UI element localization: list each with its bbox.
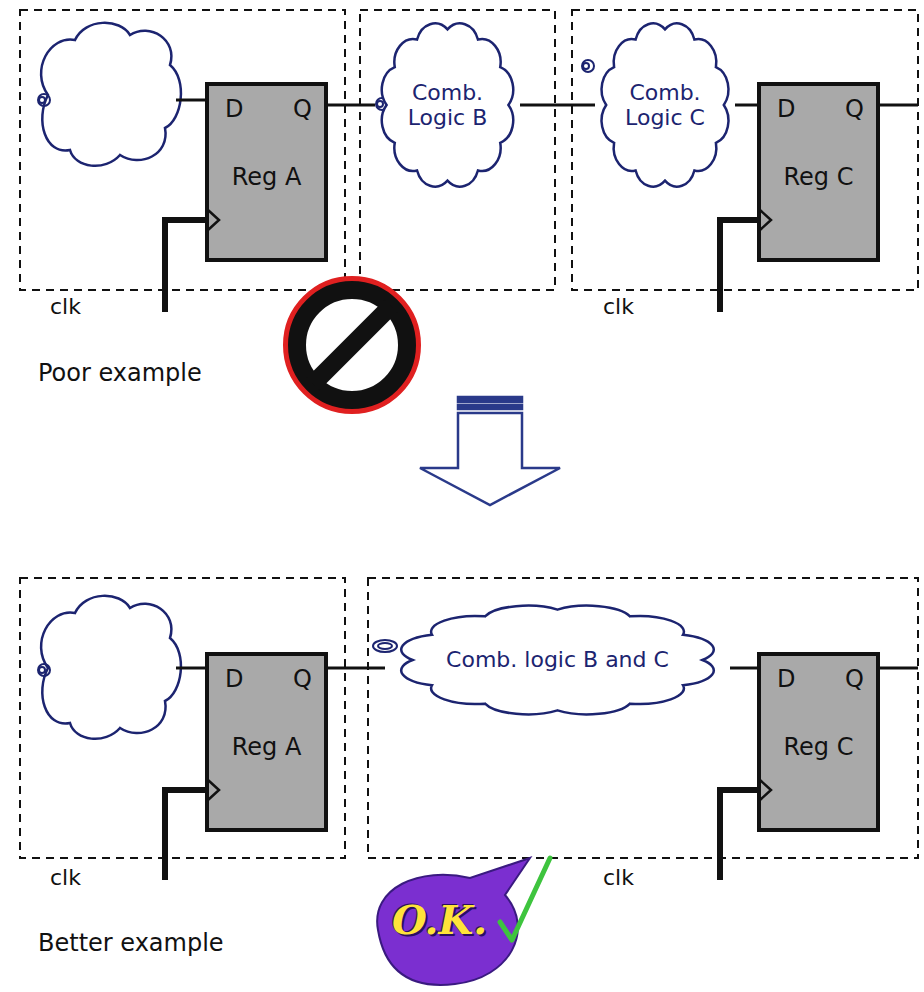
ok-badge-text: O.K. [392, 898, 487, 942]
pin-name: D [225, 96, 243, 122]
register-box: D Q Reg A [205, 82, 328, 262]
register-name: Reg A [209, 734, 324, 760]
logic-cloud: Comb. Logic B [375, 15, 520, 195]
data-wire [730, 667, 757, 670]
logic-name: Comb. logic B and C [446, 647, 669, 672]
prohibition-sign [286, 279, 418, 411]
logic-name: Comb. Logic B [408, 80, 488, 131]
data-wire [328, 104, 375, 107]
pin-name: Q [845, 96, 864, 122]
cloud-shape [401, 606, 714, 715]
logic-cloud: Comb. logic B and C [385, 600, 730, 720]
pin-name: Q [845, 666, 864, 692]
register-name: Reg A [209, 164, 324, 190]
register-box: D Q Reg C [757, 652, 880, 832]
data-wire [328, 667, 385, 670]
cloud-shape [382, 23, 513, 186]
clock-wires [165, 220, 758, 880]
clock-label: clk [603, 866, 634, 890]
cloud-shape [602, 23, 729, 186]
ok-badge [377, 858, 550, 985]
data-wires [176, 100, 918, 668]
register-name: Reg C [761, 164, 876, 190]
module-boundaries [20, 10, 918, 858]
pin-name: D [777, 666, 795, 692]
logic-cloud: Comb. Logic C [595, 15, 735, 195]
example-caption: Better example [38, 930, 224, 956]
register-name: Reg C [761, 734, 876, 760]
down-arrow [420, 397, 560, 505]
pin-name: Q [293, 96, 312, 122]
logic-name: Comb. Logic C [625, 80, 705, 131]
clock-label: clk [50, 866, 81, 890]
data-wire [520, 104, 595, 107]
clock-label: clk [603, 295, 634, 319]
example-caption: Poor example [38, 360, 202, 386]
pin-name: Q [293, 666, 312, 692]
pin-name: D [777, 96, 795, 122]
pin-name: D [225, 666, 243, 692]
register-box: D Q Reg C [757, 82, 880, 262]
signal-spirals [38, 60, 594, 676]
clock-label: clk [50, 295, 81, 319]
data-wire [735, 104, 757, 107]
register-box: D Q Reg A [205, 652, 328, 832]
